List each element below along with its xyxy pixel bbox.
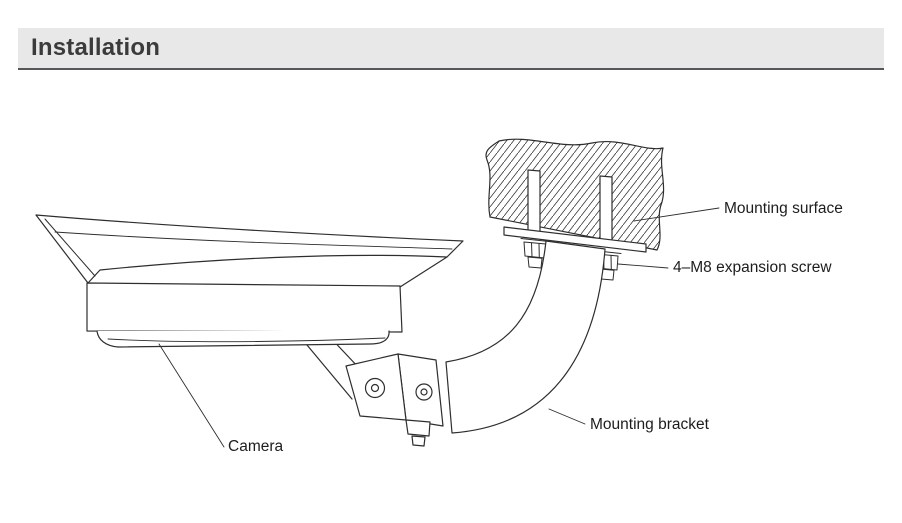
label-camera: Camera (228, 438, 284, 455)
hinge-joint (345, 353, 444, 447)
label-mounting-surface: Mounting surface (724, 200, 843, 217)
leader-mounting-bracket (548, 408, 586, 425)
base-plate (503, 226, 647, 253)
label-mounting-bracket: Mounting bracket (590, 416, 709, 433)
label-expansion-screw: 4–M8 expansion screw (673, 259, 832, 276)
bracket-arm (445, 240, 606, 434)
expansion-screw-left (520, 238, 550, 269)
leader-expansion-screw (617, 263, 669, 269)
camera-back-line (399, 256, 448, 288)
camera-body (86, 256, 448, 348)
anchor-stud-left (527, 169, 541, 233)
leader-mounting-surface (633, 207, 720, 222)
hinge-tab (405, 419, 431, 437)
leader-camera (158, 343, 225, 448)
section-title: Installation (31, 34, 161, 61)
camera-bottom-cover (96, 330, 390, 348)
camera-sunshield (35, 214, 464, 284)
section-header-bar: Installation (18, 28, 884, 70)
leader-lines (158, 207, 720, 448)
anchor-stud-right (599, 175, 613, 242)
